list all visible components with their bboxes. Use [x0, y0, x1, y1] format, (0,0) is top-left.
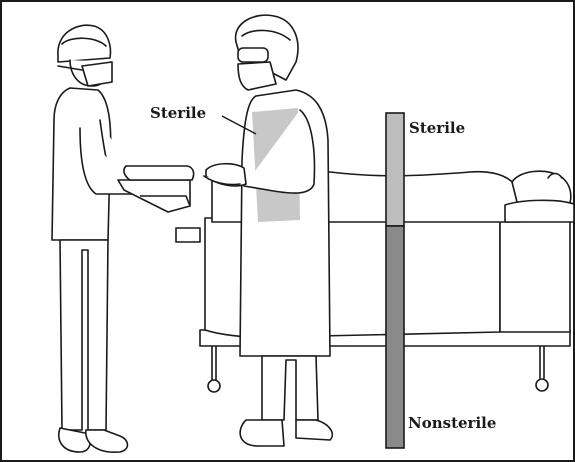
- surgeon-goggles: [238, 48, 268, 62]
- surgeon-mask: [238, 62, 276, 90]
- table-wheel-left: [208, 380, 220, 392]
- table-end-bracket: [176, 228, 200, 242]
- table-wheel-right: [536, 379, 548, 391]
- sterile-zone-bar: [386, 113, 404, 226]
- nurse-mask: [82, 62, 112, 86]
- gown-sterile-label: Sterile: [150, 104, 206, 122]
- surgeon-shoe-left: [240, 420, 284, 446]
- bar-nonsterile-label: Nonsterile: [408, 414, 496, 432]
- nonsterile-zone-bar: [386, 226, 404, 448]
- bar-sterile-label: Sterile: [409, 119, 465, 137]
